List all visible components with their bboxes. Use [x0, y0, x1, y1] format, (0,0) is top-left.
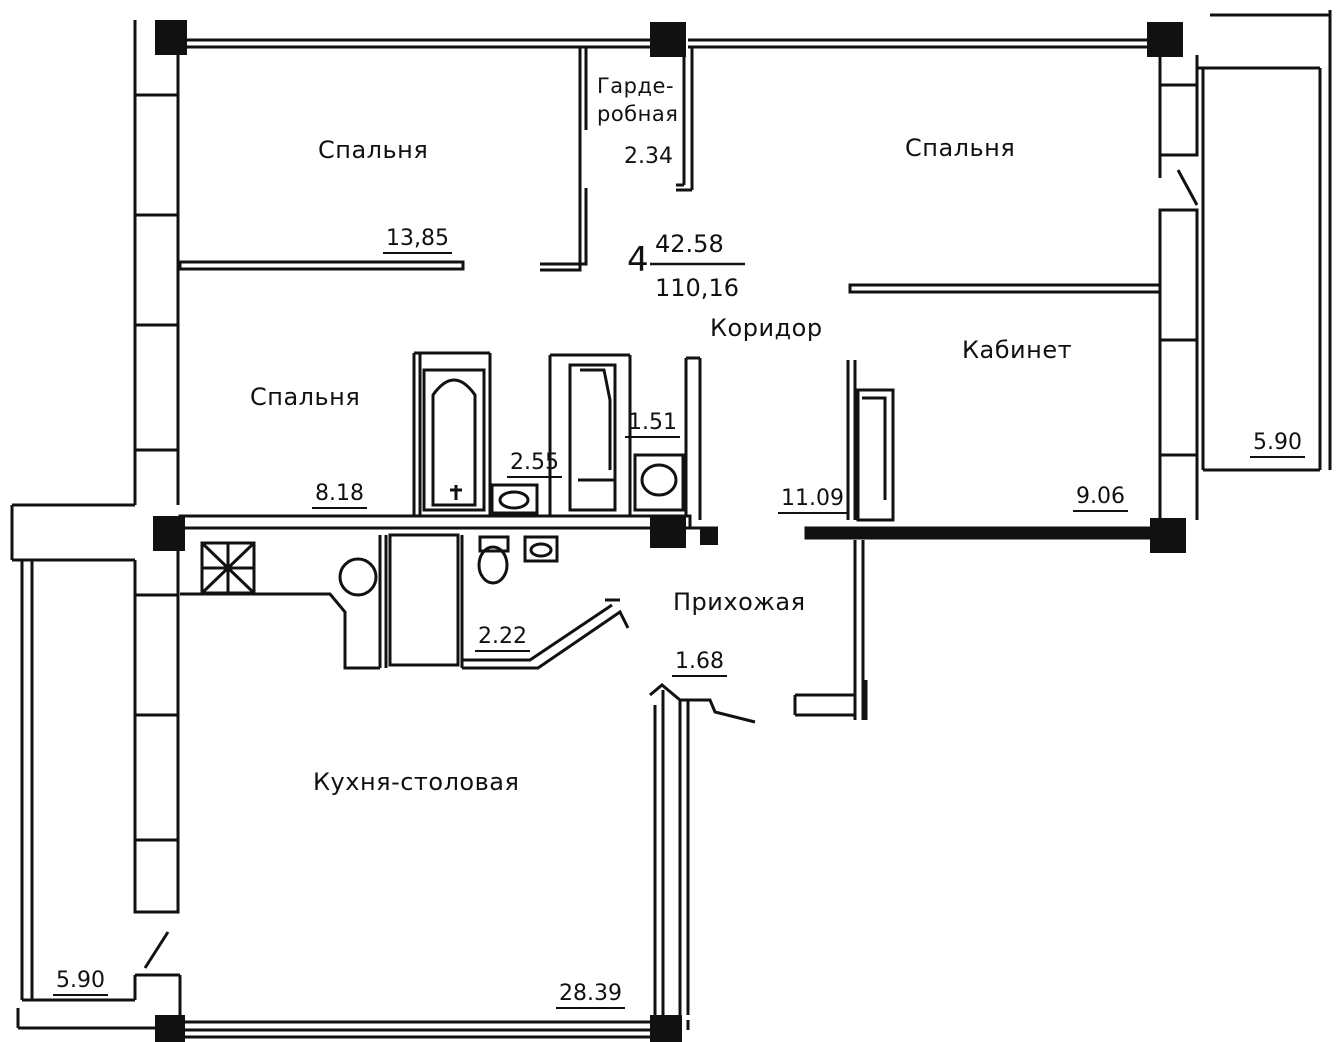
- loggia-left: [16, 560, 182, 1030]
- room-area-bedroom-mid-left: 8.18: [312, 483, 367, 509]
- room-area-bedroom-top-right: 11.09: [778, 488, 847, 514]
- room-name-bedroom-top-left: Спальня: [318, 136, 429, 164]
- study-shower-fixture: [856, 388, 895, 522]
- room-name-study: Кабинет: [962, 336, 1073, 364]
- exterior-wall-left: [10, 20, 180, 914]
- room-name-kitchen: Кухня-столовая: [313, 768, 520, 796]
- summary-living-area: 42.58: [655, 230, 724, 258]
- exterior-wall-right: [1158, 10, 1332, 520]
- summary-room-count: 4: [627, 240, 649, 280]
- bathtub-fixture: [422, 368, 486, 512]
- room-name-bedroom-mid-left: Спальня: [250, 383, 361, 411]
- sink-fixture: [490, 483, 559, 563]
- shower-fixture: [568, 363, 617, 512]
- summary-total-area: 110,16: [655, 274, 739, 302]
- room-area-hall: 1.68: [672, 651, 727, 677]
- room-area-bathroom: 2.55: [507, 452, 562, 478]
- room-area-kitchen: 28.39: [556, 983, 625, 1009]
- exterior-wall-top: [185, 38, 1150, 49]
- room-name-wardrobe-line2: робная: [597, 102, 679, 126]
- room-name-corridor: Коридор: [710, 314, 823, 342]
- loggia-area-right: 5.90: [1250, 432, 1305, 458]
- room-name-hall: Прихожая: [673, 588, 806, 616]
- room-name-wardrobe-line1: Гарде-: [597, 74, 675, 98]
- stove-fixture: [200, 541, 378, 597]
- room-area-study: 9.06: [1073, 486, 1128, 512]
- interior-walls: [178, 48, 1162, 1015]
- exterior-wall-bottom: [185, 1020, 690, 1039]
- room-area-bedroom-top-left: 13,85: [383, 228, 452, 254]
- structural-columns: [153, 20, 1186, 1042]
- room-name-bedroom-top-right: Спальня: [905, 134, 1016, 162]
- toilet-fixture: [477, 453, 685, 585]
- loggia-area-left: 5.90: [53, 970, 108, 996]
- room-area-wardrobe: 2.34: [624, 144, 673, 169]
- room-area-bath2: 2.22: [475, 626, 530, 652]
- room-area-toilet: 1.51: [625, 412, 680, 438]
